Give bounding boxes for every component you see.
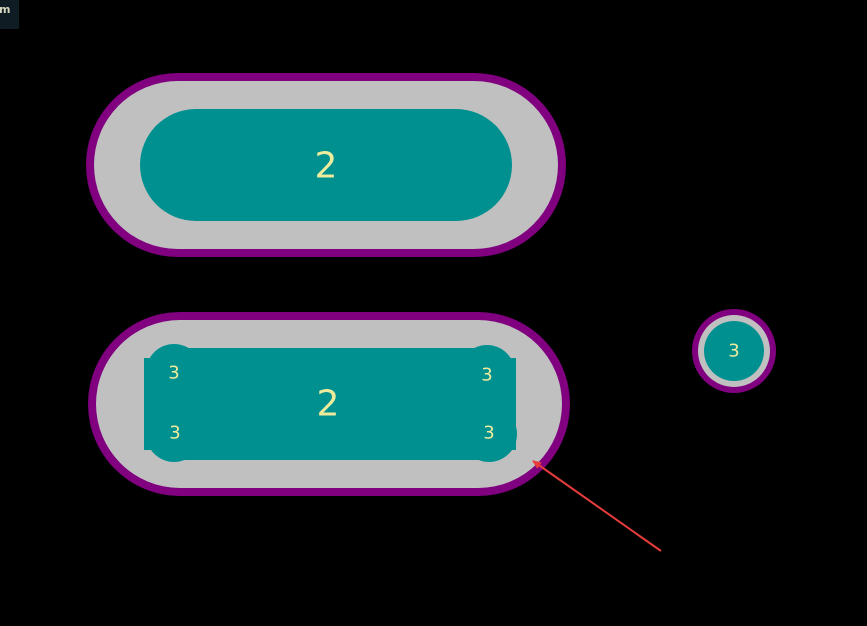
via-label-top-left: 3 — [168, 363, 179, 384]
lower-slot-label: 2 — [317, 384, 340, 425]
via-label-bottom-right: 3 — [483, 423, 494, 444]
via-label-top-right: 3 — [481, 365, 492, 386]
single-via-copper — [704, 321, 764, 381]
upper-slot-label: 2 — [315, 146, 338, 187]
lower-slot-copper — [144, 344, 517, 462]
via-label-bottom-left: 3 — [169, 423, 180, 444]
lower-slot-pad[interactable]: 2 3 3 3 3 — [88, 312, 570, 496]
single-via-label: 3 — [728, 341, 739, 362]
corner-tab[interactable]: m — [0, 0, 19, 29]
annotation-arrow — [532, 460, 662, 552]
upper-slot-copper — [140, 109, 512, 221]
single-via-pad[interactable]: 3 — [692, 309, 776, 393]
upper-slot-pad[interactable]: 2 — [86, 73, 566, 257]
